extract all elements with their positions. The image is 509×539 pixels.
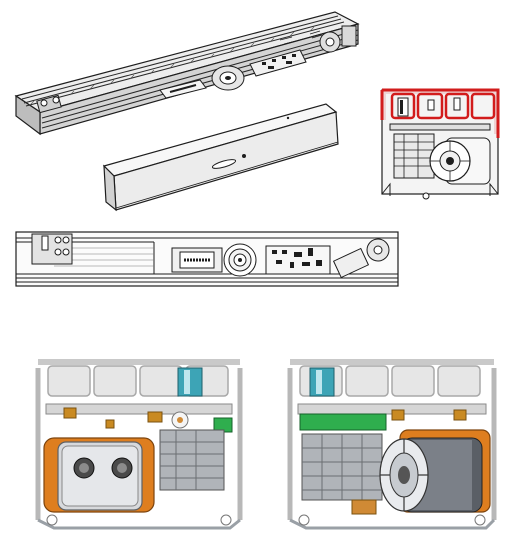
cover-panel [96,98,346,213]
operator-top-view [14,226,404,294]
section-view-right-motor [282,350,502,535]
section-view-left-gearbox [30,350,248,535]
section-view-red-outline [378,84,503,202]
operator-isometric-view [10,4,365,164]
